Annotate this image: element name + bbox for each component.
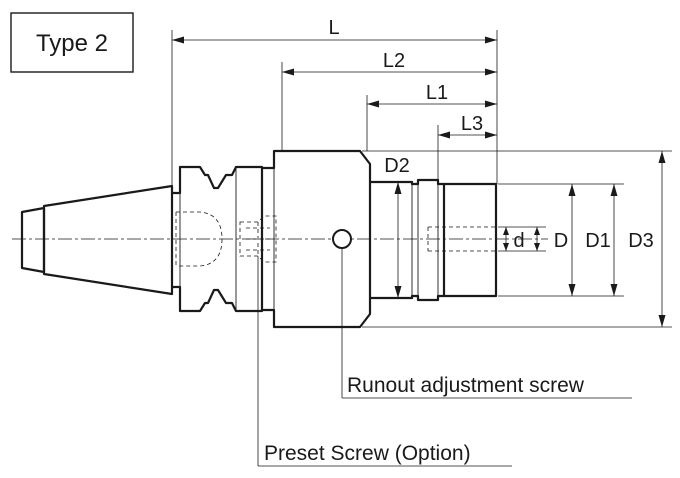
runout-screw-label: Runout adjustment screw	[347, 374, 585, 397]
title-label: Type 2	[36, 30, 108, 57]
label-L2: L2	[383, 50, 405, 72]
runout-screw-hole	[332, 229, 352, 249]
label-L: L	[328, 17, 339, 39]
preset-screw	[239, 215, 277, 263]
label-L3: L3	[461, 113, 483, 135]
label-D3: D3	[628, 230, 654, 252]
title-box: Type 2	[10, 12, 134, 73]
title-frame	[10, 12, 134, 73]
label-d: d	[513, 230, 524, 252]
preset-callout: Preset Screw (Option)	[257, 256, 512, 467]
diameter-extension-lines	[362, 150, 672, 328]
holder-body	[20, 149, 498, 329]
pull-stud	[20, 206, 46, 274]
collet-nose	[444, 182, 498, 298]
label-D2: D2	[384, 155, 410, 177]
label-D1: D1	[585, 230, 611, 252]
length-dimensions: L L2 L1 L3	[172, 17, 497, 139]
extension-lines	[171, 30, 498, 186]
label-D: D	[554, 230, 568, 252]
taper-shank	[42, 184, 174, 296]
neck	[370, 178, 446, 302]
runout-callout: Runout adjustment screw	[341, 248, 632, 399]
label-L1: L1	[426, 82, 448, 104]
preset-screw-label: Preset Screw (Option)	[264, 442, 471, 465]
diameter-dimensions: D2 d D D1 D3	[384, 151, 666, 327]
